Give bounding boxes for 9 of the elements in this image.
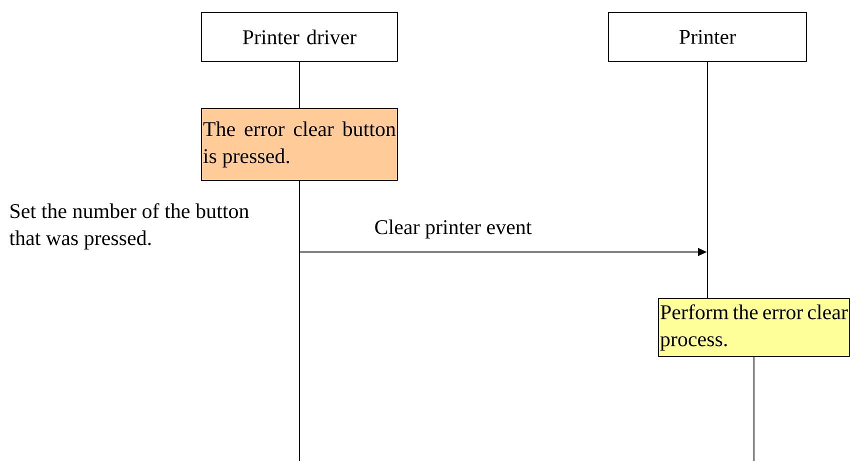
lifeline-head-box: Printer driver [201, 12, 398, 62]
lifeline [299, 180, 300, 461]
lifeline-head-box: Printer [608, 12, 807, 62]
activation-box: The error clear button is pressed. [201, 108, 398, 181]
activation-box: Perform the error clear process. [658, 298, 850, 357]
edge-label: Clear printer event [375, 219, 532, 239]
lifeline [299, 61, 300, 108]
note-text: Set the number of the button that was pressed. [9, 203, 249, 250]
lifeline [707, 61, 708, 298]
